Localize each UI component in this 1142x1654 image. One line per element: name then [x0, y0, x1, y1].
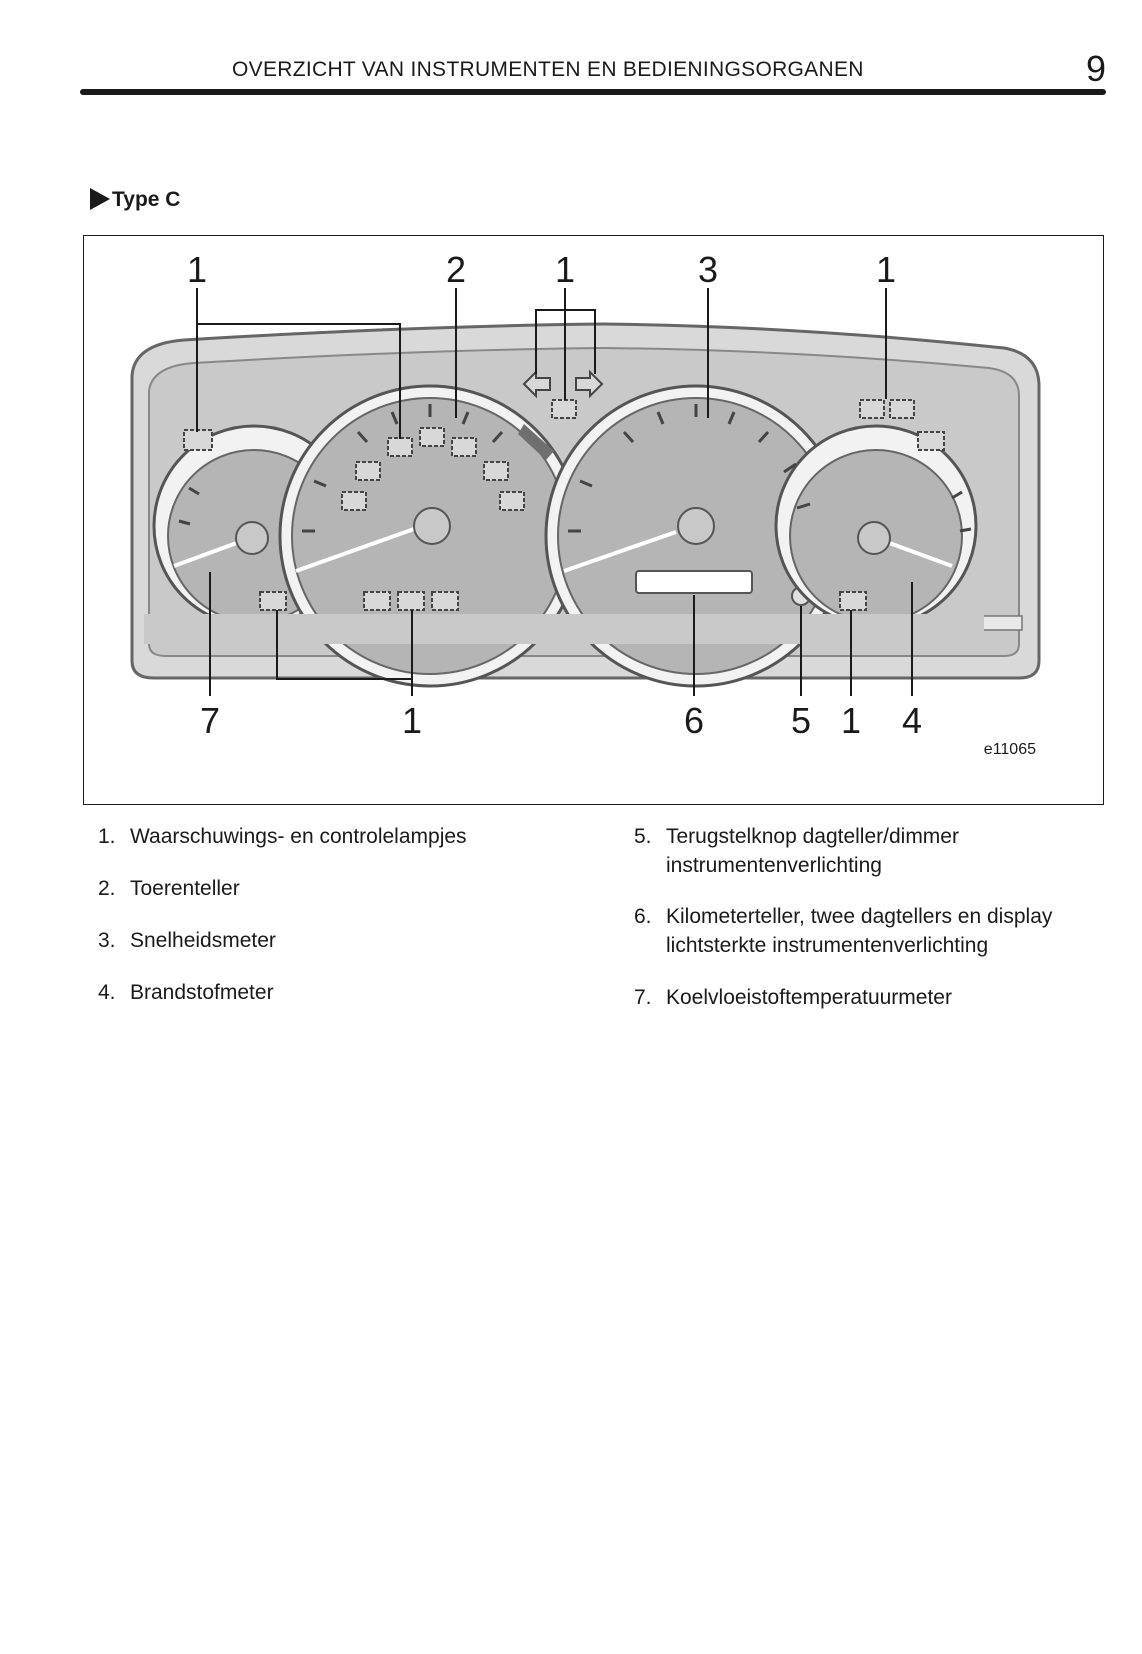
legend-text: Brandstofmeter	[130, 981, 274, 1004]
warning-lamp-icon	[259, 591, 287, 611]
warning-lamp-icon	[483, 461, 509, 481]
dial-ticks	[178, 404, 972, 533]
callout-top-3: 1	[555, 249, 575, 290]
triangle-bullet-icon	[90, 188, 110, 210]
warning-lamp-icon	[889, 399, 915, 419]
instrument-cluster-figure: 1 2 1 3 1 7 1 6 5 1 4 e11065	[83, 235, 1104, 805]
legend-text: Terugstelknop dagteller/dimmer instrumen…	[666, 825, 959, 877]
warning-lamps	[183, 399, 945, 611]
callout-lines	[196, 288, 913, 696]
legend-number: 7.	[634, 986, 652, 1009]
warning-lamp-icon	[859, 399, 885, 419]
callout-top-2: 2	[446, 249, 466, 290]
warning-lamp-icon	[341, 491, 367, 511]
odometer-display	[635, 570, 753, 594]
callout-bottom-5: 1	[841, 700, 861, 741]
callout-bottom-3: 6	[684, 700, 704, 741]
warning-lamp-icon	[499, 491, 525, 511]
warning-lamp-icon	[363, 591, 391, 611]
speedometer-gauge	[544, 384, 848, 688]
section-label-text: Type C	[112, 188, 181, 211]
warning-lamp-icon	[355, 461, 381, 481]
legend-number: 5.	[634, 825, 652, 848]
legend-text: Koelvloeistoftemperatuurmeter	[666, 986, 952, 1009]
callout-bottom-2: 1	[402, 700, 422, 741]
warning-lamp-icon	[451, 437, 477, 457]
fuel-gauge	[774, 424, 984, 644]
warning-lamp-icon	[917, 431, 945, 451]
header-rule	[80, 89, 1106, 95]
legend-number: 2.	[98, 877, 116, 900]
callout-bottom-4: 5	[791, 700, 811, 741]
callout-top-5: 1	[876, 249, 896, 290]
legend-number: 4.	[98, 981, 116, 1004]
callout-bottom-1: 7	[200, 700, 220, 741]
warning-lamp-icon	[431, 591, 459, 611]
warning-lamp-icon	[419, 427, 445, 447]
legend-text: Waarschuwings- en controlelampjes	[130, 825, 467, 848]
callout-top-1: 1	[187, 249, 207, 290]
legend-text: Toerenteller	[130, 877, 240, 900]
warning-lamp-icon	[839, 591, 867, 611]
legend-number: 6.	[634, 905, 652, 928]
callout-top-4: 3	[698, 249, 718, 290]
turn-right-arrow-icon	[575, 369, 604, 399]
legend-number: 1.	[98, 825, 116, 848]
figure-code: e11065	[984, 741, 1036, 758]
legend-text: Kilometerteller, twee dagtellers en disp…	[666, 905, 1053, 957]
callout-bottom-6: 4	[902, 700, 922, 741]
legend-text: Snelheidsmeter	[130, 929, 276, 952]
header-title: OVERZICHT VAN INSTRUMENTEN EN BEDIENINGS…	[232, 58, 864, 81]
page-number: 9	[1085, 48, 1106, 89]
legend-number: 3.	[98, 929, 116, 952]
section-label: Type C	[90, 188, 180, 212]
